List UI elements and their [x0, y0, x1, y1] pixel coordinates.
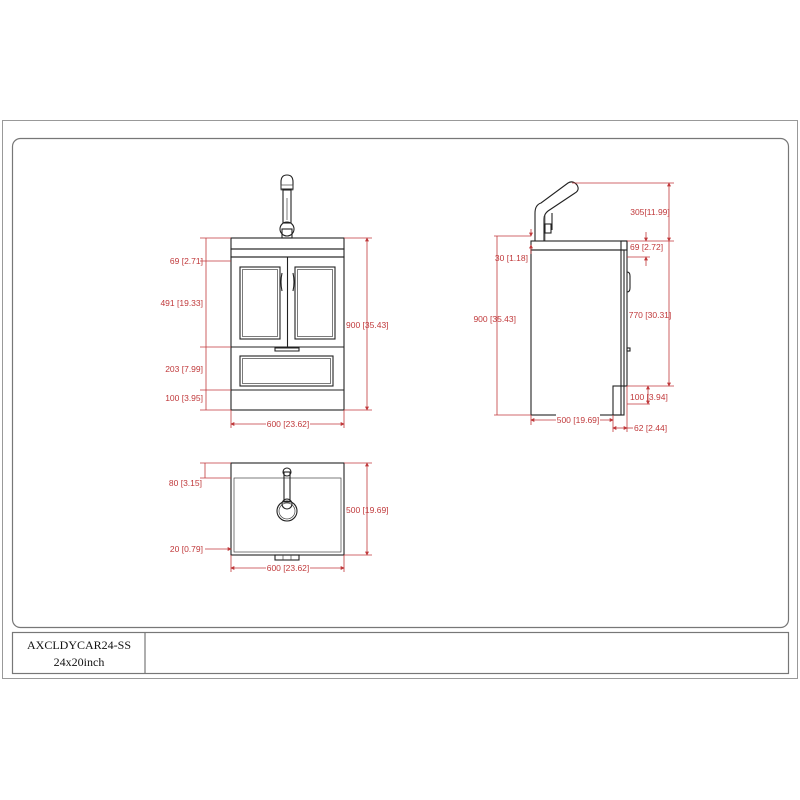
model-number: AXCLDYCAR24-SS: [27, 638, 131, 652]
svg-text:770 [30.31]: 770 [30.31]: [629, 310, 672, 320]
outer-border: [2, 120, 798, 679]
svg-text:203 [7.99]: 203 [7.99]: [165, 364, 203, 374]
title-block: AXCLDYCAR24-SS 24x20inch: [11, 631, 790, 675]
top-dimensions: 80 [3.15] 20 [0.79] 500 [19.69] 600 [23.…: [169, 462, 389, 573]
svg-text:500 [19.69]: 500 [19.69]: [346, 505, 389, 515]
svg-text:900 [35.43]: 900 [35.43]: [346, 320, 389, 330]
front-dimensions: 69 [2.71] 491 [19.33] 203 [7.99] 100 [3.…: [160, 237, 389, 429]
svg-text:600 [23.62]: 600 [23.62]: [267, 563, 310, 573]
faucet-top: [276, 467, 298, 522]
svg-text:491 [19.33]: 491 [19.33]: [160, 298, 203, 308]
svg-text:500 [19.69]: 500 [19.69]: [557, 415, 600, 425]
model-size: 24x20inch: [54, 655, 105, 669]
side-view: [530, 181, 631, 416]
top-view: [230, 462, 345, 561]
front-view: [230, 174, 345, 411]
svg-text:80 [3.15]: 80 [3.15]: [169, 478, 202, 488]
faucet-side: [534, 181, 579, 241]
svg-text:600 [23.62]: 600 [23.62]: [267, 419, 310, 429]
side-dimensions: 305[11.99] 69 [2.72] 30 [1.18] 900 [35.4…: [473, 182, 674, 433]
svg-text:30 [1.18]: 30 [1.18]: [495, 253, 528, 263]
svg-text:62 [2.44]: 62 [2.44]: [634, 423, 667, 433]
svg-text:100 [3.94]: 100 [3.94]: [630, 392, 668, 402]
svg-text:69 [2.72]: 69 [2.72]: [630, 242, 663, 252]
inner-border: [11, 137, 790, 629]
svg-text:305[11.99]: 305[11.99]: [630, 207, 670, 217]
svg-text:100 [3.95]: 100 [3.95]: [165, 393, 203, 403]
faucet-front: [279, 174, 295, 239]
svg-text:20 [0.79]: 20 [0.79]: [170, 544, 203, 554]
svg-text:900 [35.43]: 900 [35.43]: [473, 314, 516, 324]
svg-text:69 [2.71]: 69 [2.71]: [170, 256, 203, 266]
